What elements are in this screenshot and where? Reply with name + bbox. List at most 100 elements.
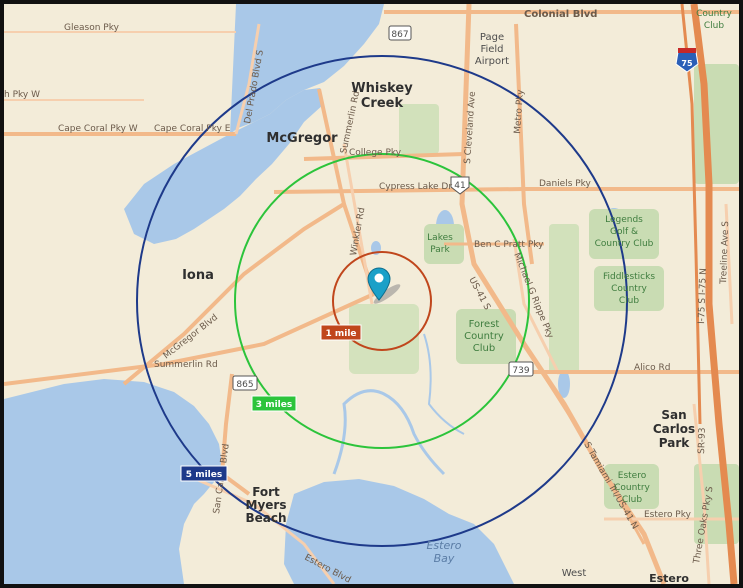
label-treeline: Treeline Ave S [719,221,731,286]
place-whiskey-creek-1: Whiskey [351,81,413,96]
label-i75: I-75 S I-75 N [697,268,709,324]
badge-3-miles: 3 miles [251,395,297,412]
road-mcgregor-blvd [122,202,346,386]
map-canvas[interactable]: 867 41 739 865 75 Colonial Blvd Gleason … [4,4,739,584]
label-alico: Alico Rd [634,363,670,373]
water-river-west [124,88,324,244]
park-forest-cc [456,309,516,364]
park-label-cc-club-2: Club [704,21,724,31]
water-body-north [230,4,384,134]
place-san-carlos-3: Park [659,436,690,450]
road-i75 [690,4,738,584]
road-cypress [273,187,525,194]
park-label-cc-club-1: Country [696,9,732,19]
shield-867: 867 [388,25,412,41]
park-label-lakes-2: Park [430,245,450,255]
road-summerlin-h [4,292,375,386]
svg-text:75: 75 [681,59,693,68]
park-label-fiddle-3: Club [619,296,639,306]
ring-1-mile [332,251,432,351]
place-iona: Iona [182,268,214,283]
park-label-legends-1: Legends [605,215,643,225]
svg-text:5 miles: 5 miles [186,470,222,480]
badge-1-mile: 1 mile [320,324,362,341]
label-summerlin-h: Summerlin Rd [154,360,218,370]
label-estero-pky: Estero Pky [644,510,692,520]
park-fiddlesticks [594,266,664,311]
place-fort-myers-2: Myers [246,498,287,512]
place-fort-myers-1: Fort [252,485,280,499]
road-san-carlos [219,373,251,496]
road-tamiami [522,343,646,545]
svg-text:1 mile: 1 mile [325,329,356,339]
svg-text:3 miles: 3 miles [256,400,292,410]
label-gleason: Gleason Pky [64,23,120,33]
label-daniels: Daniels Pky [539,179,592,189]
label-sr93: SR-93 [697,427,708,454]
location-pin-icon[interactable] [367,267,402,306]
place-page-field-1: Page [480,32,504,43]
park-label-forest-2: Country [464,331,504,342]
label-colonial: Colonial Blvd [524,9,597,20]
radius-badges: 1 mile 3 miles 5 miles [180,324,362,482]
road-winkler [342,143,374,305]
shield-41: 41 [450,176,470,195]
shield-739: 739 [508,361,534,377]
park-label-forest-1: Forest [469,319,500,330]
park-layer [349,64,739,544]
water-lake-3 [558,370,570,398]
ring-5-mile [136,55,628,547]
label-us41: US-41 S [466,276,492,312]
road-college [303,152,465,161]
place-san-carlos-2: Carlos [653,422,695,436]
svg-text:865: 865 [236,380,253,390]
park-label-estero-cc-2: Country [614,483,650,493]
park-label-estero-cc-1: Estero [618,471,647,481]
water-creek-2 [423,333,465,435]
road-metro [514,23,534,265]
park-label-legends-2: Golf & [610,227,638,237]
label-michael-rippe: Michael G Rippe Pky [511,251,555,340]
road-three-oaks [692,403,711,584]
badge-5-miles: 5 miles [180,465,228,482]
park-east-strip [549,224,579,374]
park-legends [589,209,659,259]
place-west: West [562,568,587,579]
place-page-field-3: Airport [475,56,509,67]
water-estero-bay [284,479,514,584]
road-del-prado [234,23,261,135]
label-cape-coral-e: Cape Coral Pky E [154,124,231,134]
park-north [399,104,439,154]
park-labels: Lakes Park Forest Country Club Legends G… [427,9,732,505]
ring-3-mile [234,153,530,449]
place-fort-myers-3: Beach [245,511,286,525]
label-cape-coral-w: Cape Coral Pky W [58,124,138,134]
svg-text:867: 867 [391,30,408,40]
park-center [349,304,419,374]
shield-865: 865 [232,375,258,391]
shield-75: 75 [675,48,699,73]
place-mcgregor: McGregor [266,131,338,146]
label-summerlin-v: Summerlin Rd [339,90,362,154]
road-michael-rippe [512,238,561,375]
place-san-carlos-1: San [661,408,686,422]
radius-rings [136,55,628,547]
place-estero-bay-2: Bay [434,552,455,565]
place-whiskey-creek-2: Creek [361,96,404,111]
water-layer [4,4,622,584]
park-label-estero-cc-3: Club [622,495,642,505]
label-ben-c-pratt: Ben C Pratt Pky [474,240,544,250]
label-college: College Pky [349,148,402,158]
water-creek-1 [332,389,446,476]
label-cypress: Cypress Lake Dr [379,182,452,192]
label-metro: Metro Pky [513,89,526,135]
place-estero-bay-1: Estero [426,539,461,552]
water-bay-southwest [4,379,222,584]
park-label-lakes-1: Lakes [427,233,453,243]
route-shields: 867 41 739 865 75 [232,25,699,391]
svg-text:739: 739 [512,366,529,376]
park-label-legends-3: Country Club [595,239,654,249]
place-estero: Estero [649,572,689,584]
park-label-forest-3: Club [473,343,495,354]
